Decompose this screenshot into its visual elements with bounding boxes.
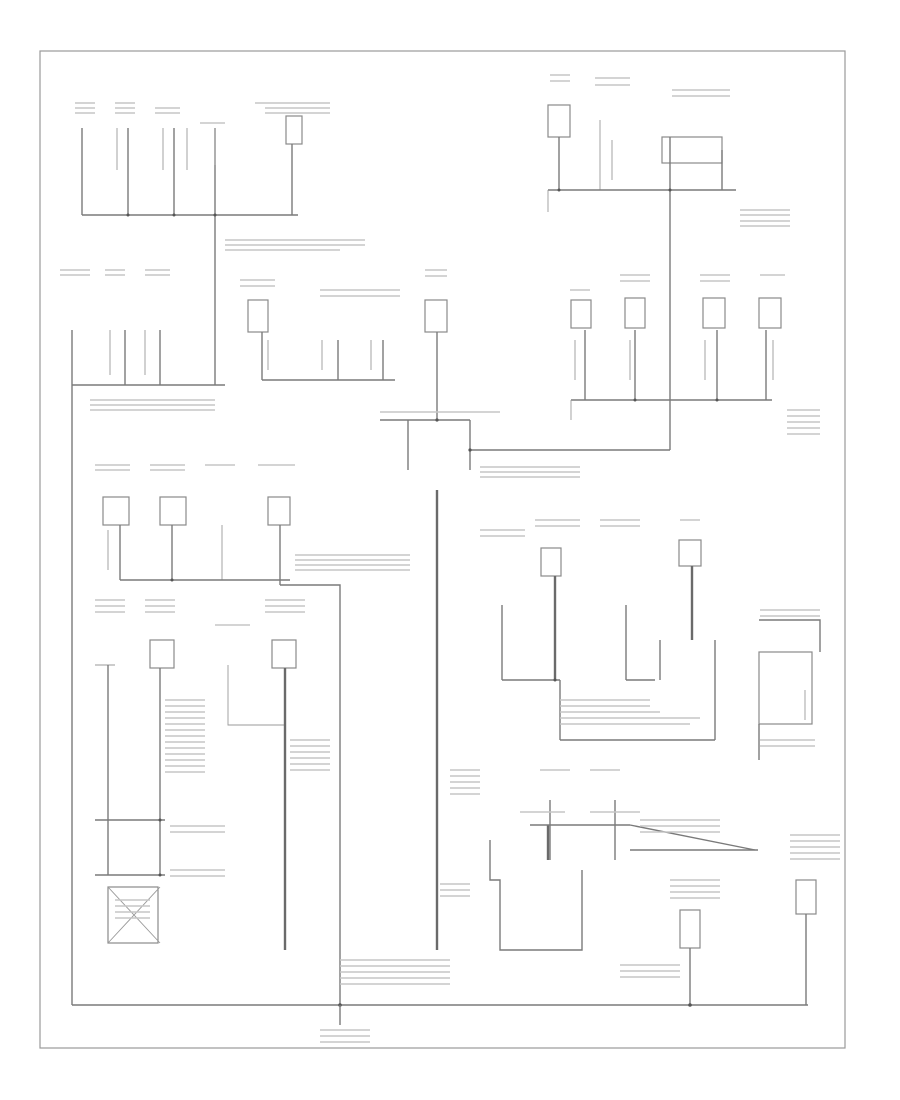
right-row-2 <box>570 297 782 420</box>
left-row-3 <box>102 496 341 1005</box>
top-left-cluster <box>81 115 303 385</box>
label-marks <box>60 74 840 1043</box>
ground-bus <box>72 1003 808 1025</box>
left-row-2 <box>71 299 448 1005</box>
center-splice <box>380 418 670 950</box>
right-row-3 <box>501 539 821 760</box>
top-right-cluster <box>547 104 736 450</box>
right-row-4 <box>489 800 817 1005</box>
diagram-frame <box>39 50 846 1049</box>
left-row-4 <box>95 639 297 950</box>
